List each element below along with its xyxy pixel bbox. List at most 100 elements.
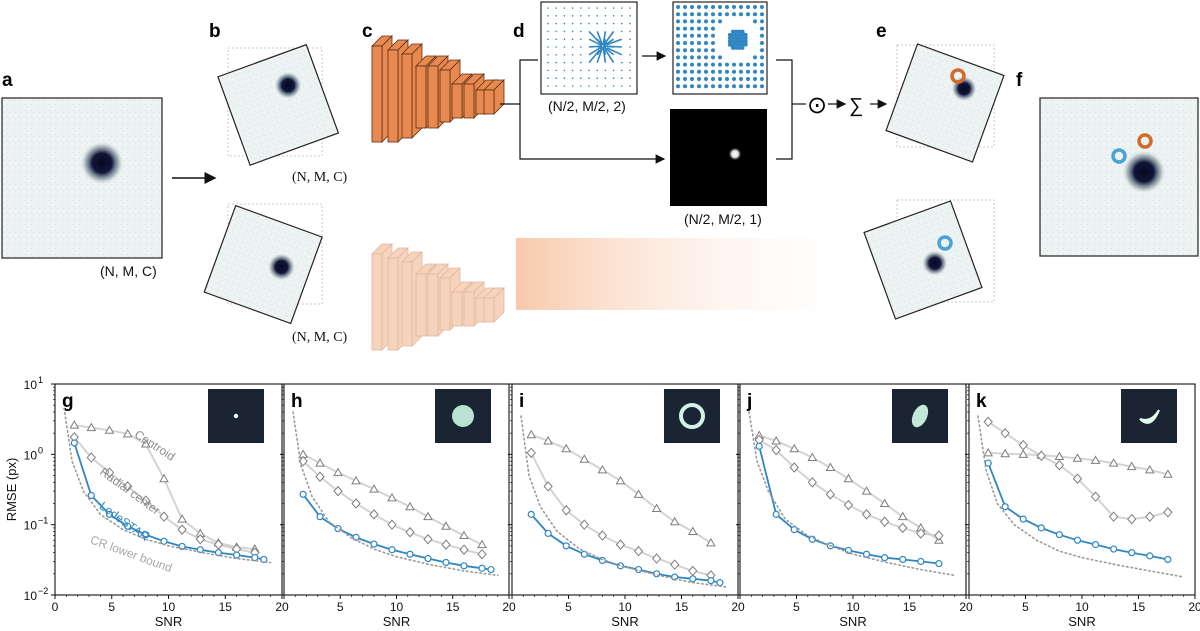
y-axis-label: RMSE (px) xyxy=(4,458,19,522)
data-point-radial-center xyxy=(789,462,799,473)
data-point-centroid xyxy=(140,439,151,448)
panel-label-g: g xyxy=(62,391,74,412)
data-point-radial-center xyxy=(423,534,433,545)
data-point-centroid xyxy=(104,425,115,434)
data-point-radial-center xyxy=(351,498,361,509)
x-tick-label: 5 xyxy=(108,600,115,614)
panel-label-e: e xyxy=(876,21,887,42)
data-point-lodestar xyxy=(70,439,78,447)
data-point-lodestar xyxy=(1146,552,1154,560)
data-point-centroid xyxy=(1090,455,1101,464)
augmented-image-top xyxy=(217,43,340,166)
data-point-lodestar xyxy=(881,554,889,562)
data-point-radial-center xyxy=(771,444,781,456)
x-tick-label: 20 xyxy=(275,600,289,614)
prediction-image-top xyxy=(885,43,1005,163)
data-point-radial-center xyxy=(1108,511,1119,522)
x-tick-label: 10 xyxy=(390,600,404,614)
data-point-lodestar xyxy=(862,550,871,558)
data-point-centroid xyxy=(405,501,415,511)
cnn-network-shared-weights xyxy=(371,243,505,351)
data-point-radial-center xyxy=(405,527,415,538)
data-point-lodestar xyxy=(984,459,992,467)
data-point-radial-center xyxy=(879,516,890,528)
x-tick-label: 15 xyxy=(446,600,460,614)
data-point-lodestar xyxy=(1073,536,1082,544)
data-point-radial-center xyxy=(1072,473,1083,484)
data-point-radial-center xyxy=(561,505,571,516)
data-point-centroid xyxy=(861,486,872,495)
inset-image xyxy=(1121,389,1177,443)
data-point-radial-center xyxy=(825,489,836,500)
series-line-cr-lower-bound xyxy=(63,407,272,564)
panel-label-a: a xyxy=(2,70,13,91)
data-point-lodestar xyxy=(917,557,925,566)
combine-bracket xyxy=(776,59,793,160)
data-point-centroid xyxy=(771,435,782,445)
x-tick-label: 20 xyxy=(502,600,516,614)
combined-result-image xyxy=(1039,97,1199,257)
weight-map-spot xyxy=(728,147,742,161)
data-point-radial-center xyxy=(916,528,926,539)
data-point-lodestar xyxy=(707,577,715,585)
data-point-centroid xyxy=(669,516,680,526)
data-point-lodestar xyxy=(370,540,378,548)
data-point-centroid xyxy=(983,447,994,457)
data-point-radial-center xyxy=(1036,450,1046,462)
panel-label-d: d xyxy=(513,21,525,42)
data-point-radial-center xyxy=(459,544,469,555)
predicted-position-marker-orange xyxy=(950,68,966,84)
x-tick-label: 20 xyxy=(1188,600,1200,614)
data-point-lodestar xyxy=(87,491,95,500)
data-point-lodestar xyxy=(598,556,607,565)
data-point-centroid xyxy=(615,475,626,485)
dim-label-a: (N, M, C) xyxy=(100,263,157,279)
x-tick-label: 5 xyxy=(565,600,572,614)
data-point-centroid xyxy=(369,484,379,493)
panel-label-h: h xyxy=(291,391,303,412)
dim-label-b-top: (N, M, C) xyxy=(292,170,348,185)
data-point-centroid xyxy=(807,452,818,462)
data-point-centroid xyxy=(315,458,325,467)
data-point-radial-center xyxy=(597,530,608,541)
y-tick-exponent: 0 xyxy=(38,445,43,455)
data-point-lodestar xyxy=(1164,555,1172,564)
data-point-radial-center xyxy=(1018,439,1028,451)
faded-branch-band xyxy=(516,238,876,310)
data-point-centroid xyxy=(843,473,854,483)
y-tick-exponent: 1 xyxy=(38,375,43,385)
data-point-radial-center xyxy=(195,534,205,545)
data-point-lodestar xyxy=(689,575,697,583)
data-point-centroid xyxy=(687,526,698,535)
data-point-radial-center xyxy=(86,452,96,463)
data-point-lodestar xyxy=(299,490,307,498)
dim-label-weight: (N/2, M/2, 1) xyxy=(684,211,762,227)
data-point-radial-center xyxy=(1145,511,1155,522)
data-point-lodestar xyxy=(562,542,570,550)
original-frame-guide xyxy=(896,199,995,303)
data-point-lodestar xyxy=(487,565,495,574)
branch-connector-upper xyxy=(519,59,538,104)
data-point-radial-center xyxy=(1163,507,1173,518)
cnn-layer xyxy=(483,79,505,115)
x-tick-label: 10 xyxy=(162,600,176,614)
predicted-positions-dots xyxy=(676,5,764,89)
x-tick-label: 10 xyxy=(846,600,860,614)
inset-image xyxy=(664,389,720,443)
data-point-centroid xyxy=(879,498,890,507)
data-point-centroid xyxy=(177,514,187,523)
data-point-centroid xyxy=(1000,448,1011,458)
data-point-lodestar xyxy=(1091,541,1100,549)
y-tick-label: 10 xyxy=(24,589,38,603)
x-axis-label: SNR xyxy=(611,614,638,629)
data-point-radial-center xyxy=(1000,427,1010,439)
data-point-radial-center xyxy=(670,559,680,570)
data-point-lodestar xyxy=(388,546,396,554)
data-point-lodestar xyxy=(755,442,763,450)
data-point-lodestar xyxy=(772,510,780,518)
x-tick-label: 10 xyxy=(618,600,632,614)
data-point-lodestar xyxy=(460,562,468,570)
data-point-centroid xyxy=(387,492,397,502)
